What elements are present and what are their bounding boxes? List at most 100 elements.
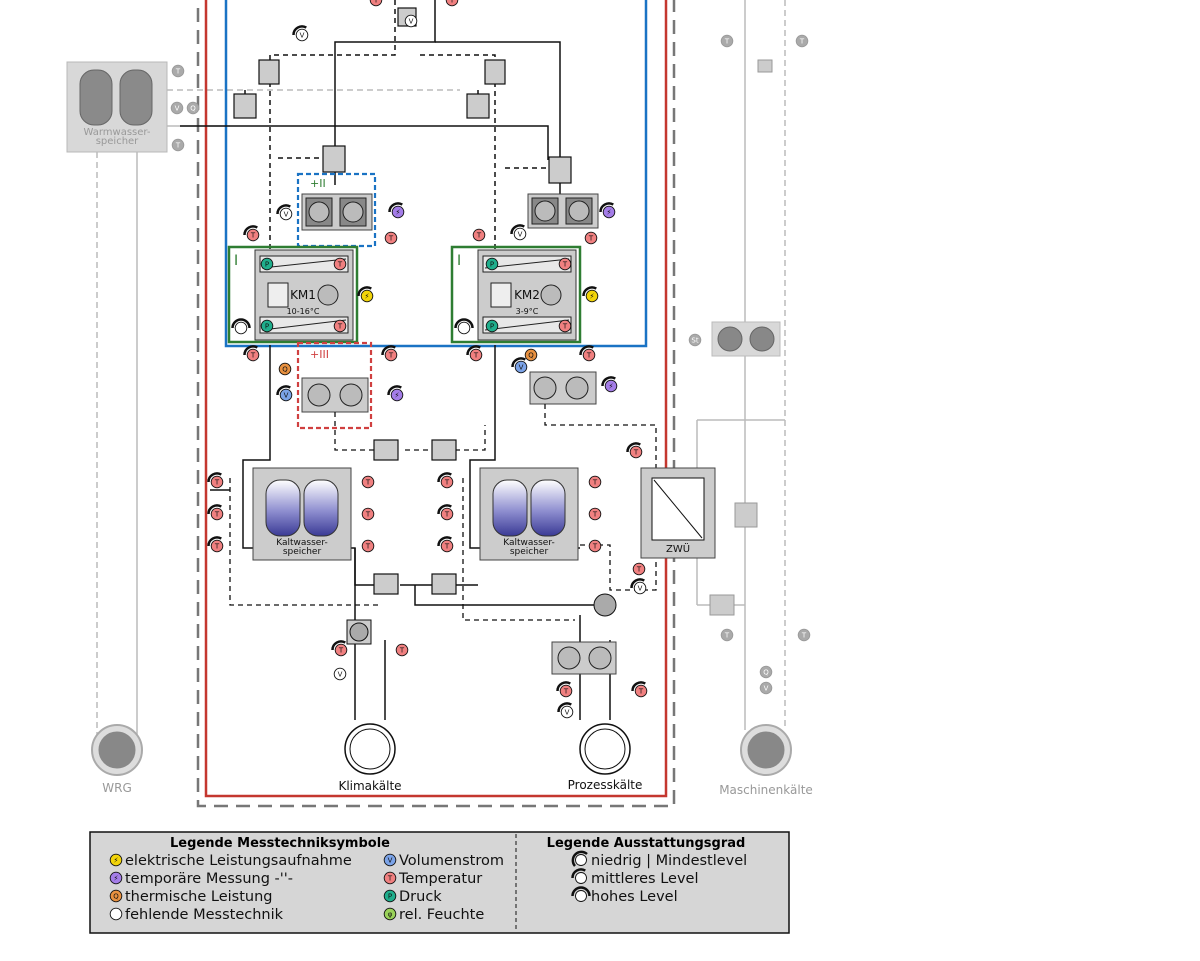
svg-text:T: T <box>592 543 598 551</box>
svg-text:T: T <box>444 479 450 487</box>
svg-text:⚡: ⚡ <box>114 857 119 865</box>
sensor-marker: T <box>558 257 572 271</box>
sensor-marker: ⚡ <box>601 376 618 393</box>
prozesskaelte-consumer: Prozesskälte <box>568 723 642 792</box>
svg-text:Temperatur: Temperatur <box>398 871 482 887</box>
svg-text:T: T <box>250 232 256 240</box>
sensor-marker: T <box>442 0 459 7</box>
sensor-marker: T <box>243 225 260 242</box>
level-ii-label: +II <box>310 177 326 190</box>
svg-text:T: T <box>337 261 343 269</box>
sensor-marker: ⚡ <box>387 385 404 402</box>
sensor-marker: T <box>579 345 596 362</box>
legend-measurement-item: φ rel. Feuchte <box>383 907 484 923</box>
legend-items: ⚡elektrische Leistungsaufnahme⚡temporäre… <box>109 850 747 923</box>
sensor-marker: T <box>795 34 809 48</box>
mid-dashed-piping <box>229 404 657 621</box>
svg-text:T: T <box>592 511 598 519</box>
sensor-marker: T <box>558 319 572 333</box>
sensor-marker: V <box>511 357 528 374</box>
circulation-pump <box>593 593 617 617</box>
svg-text:St: St <box>691 337 698 345</box>
sensor-marker: V <box>404 14 418 28</box>
svg-text:T: T <box>586 352 592 360</box>
svg-text:V: V <box>518 231 523 239</box>
sensor-marker: T <box>437 504 454 521</box>
legend-equipment-item: hohes Level <box>571 886 678 905</box>
sensor-marker: Q <box>186 101 200 115</box>
svg-text:hohes Level: hohes Level <box>591 889 678 905</box>
sensor-marker: T <box>588 507 602 521</box>
km2-pump-group <box>527 193 599 229</box>
zwu-label: ZWÜ <box>666 542 690 555</box>
svg-text:mittleres Level: mittleres Level <box>591 871 698 887</box>
svg-text:φ: φ <box>388 911 393 919</box>
legend-measurement-item: ⚡elektrische Leistungsaufnahme <box>109 853 352 869</box>
svg-text:T: T <box>588 235 594 243</box>
mid-piping <box>210 345 611 720</box>
km1-lower-pump-group <box>301 377 369 413</box>
sensor-marker: T <box>207 504 224 521</box>
sensor-marker: ⚡ <box>388 202 405 219</box>
klima-pump <box>346 619 372 645</box>
svg-text:⚡: ⚡ <box>114 875 119 883</box>
svg-text:V: V <box>388 857 393 865</box>
svg-text:T: T <box>337 323 343 331</box>
svg-text:T: T <box>175 68 181 76</box>
sensor-marker: T <box>366 0 383 7</box>
sensor-marker: Q <box>278 362 292 376</box>
sensor-marker: V <box>276 204 293 221</box>
svg-text:T: T <box>724 38 730 46</box>
svg-text:Druck: Druck <box>399 889 442 905</box>
sensor-marker: T <box>395 643 409 657</box>
km1-temp-label: 10-16°C <box>287 307 320 316</box>
sensor-marker: T <box>466 345 483 362</box>
sensor-marker <box>454 318 474 335</box>
sensor-marker: T <box>207 472 224 489</box>
sensor-marker: V <box>510 224 527 241</box>
sensor-marker: V <box>557 702 574 719</box>
svg-text:⚡: ⚡ <box>395 392 400 400</box>
level-iii-label: +III <box>310 348 329 361</box>
km2-lower-pump-group <box>529 371 597 405</box>
svg-text:Q: Q <box>113 893 119 901</box>
svg-text:⚡: ⚡ <box>607 209 612 217</box>
svg-text:fehlende Messtechnik: fehlende Messtechnik <box>125 907 284 923</box>
km2-label: KM2 <box>514 288 540 302</box>
svg-text:T: T <box>365 511 371 519</box>
sensor-marker: T <box>333 257 347 271</box>
sensor-marker: T <box>361 475 375 489</box>
level-i-label-km1: I <box>234 253 238 269</box>
svg-text:niedrig | Mindestlevel: niedrig | Mindestlevel <box>591 853 747 869</box>
svg-text:V: V <box>638 585 643 593</box>
svg-text:rel. Feuchte: rel. Feuchte <box>399 907 484 923</box>
km1-label: KM1 <box>290 288 316 302</box>
sensor-marker: T <box>588 539 602 553</box>
svg-text:T: T <box>365 543 371 551</box>
sensor-marker: T <box>584 231 598 245</box>
sensor-marker: ⚡ <box>357 286 374 303</box>
mid-valves <box>373 439 457 595</box>
km2-temp-label: 3-9°C <box>516 307 539 316</box>
svg-text:T: T <box>250 352 256 360</box>
sensor-marker: T <box>631 681 648 698</box>
svg-text:V: V <box>284 392 289 400</box>
legend-equipment-item: niedrig | Mindestlevel <box>571 850 747 869</box>
km-boundary <box>224 0 648 348</box>
legend-equipment-item: mittleres Level <box>571 868 698 887</box>
cold-storage-left-label-2: speicher <box>283 547 322 557</box>
svg-text:T: T <box>338 647 344 655</box>
sensor-marker: T <box>720 34 734 48</box>
svg-text:T: T <box>799 38 805 46</box>
sensor-marker: ⚡ <box>599 202 616 219</box>
svg-text:T: T <box>562 261 568 269</box>
svg-text:T: T <box>444 511 450 519</box>
sensor-marker: ⚡ <box>582 286 599 303</box>
sensor-marker: P <box>260 319 274 333</box>
svg-text:V: V <box>764 685 769 693</box>
svg-text:T: T <box>444 543 450 551</box>
